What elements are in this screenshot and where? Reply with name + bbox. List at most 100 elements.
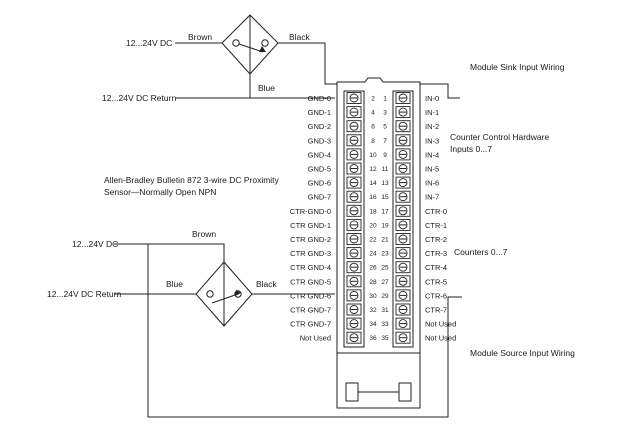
terminal-screw-left (346, 303, 362, 316)
terminal-left-label: GND-5 (308, 165, 331, 174)
terminal-number-left: 18 (369, 208, 377, 215)
terminal-left-label: CTR GND-2 (290, 235, 331, 244)
terminal-number-left: 28 (369, 279, 377, 286)
terminal-left-label: GND-6 (308, 179, 331, 188)
terminal-screw-right (395, 261, 411, 274)
sink-wiring-label: Module Sink Input Wiring (470, 62, 565, 72)
terminal-number-right: 15 (381, 194, 389, 201)
terminal-screw-right (395, 289, 411, 302)
terminal-left-label: CTR GND-7 (290, 320, 331, 329)
terminal-number-left: 16 (369, 194, 377, 201)
terminal-right-label: CTR-5 (425, 277, 447, 286)
terminal-number-left: 14 (369, 180, 377, 187)
terminal-screw-right (395, 233, 411, 245)
terminal-left-label: CTR-GND-0 (290, 207, 331, 216)
top-return-label: 12...24V DC Return (102, 93, 176, 103)
terminal-number-left: 24 (369, 251, 377, 258)
bottom-supply-wire (114, 243, 462, 418)
terminal-right-label: CTR-4 (425, 263, 447, 272)
terminal-screw-right (395, 303, 411, 316)
terminal-number-right: 13 (381, 180, 389, 187)
terminal-row: CTR GND-1 CTR-1 20 19 (290, 218, 447, 231)
terminal-screw-left (346, 289, 362, 302)
terminal-screw-left (346, 176, 362, 189)
terminal-number-right: 21 (381, 237, 389, 244)
terminal-screw-left (346, 317, 362, 330)
terminal-number-right: 35 (381, 335, 389, 342)
terminal-screw-right (395, 317, 411, 330)
terminal-number-left: 2 (371, 96, 375, 103)
terminal-left-label: Not Used (300, 334, 331, 343)
terminal-number-right: 11 (382, 166, 389, 173)
terminal-number-right: 23 (381, 251, 389, 258)
terminal-right-label: IN-4 (425, 150, 439, 159)
terminal-screw-left (346, 120, 362, 133)
terminal-left-label: GND-0 (308, 94, 331, 103)
terminal-number-right: 3 (383, 110, 387, 117)
terminal-left-label: GND-3 (308, 136, 331, 145)
terminal-screw-left (346, 247, 362, 260)
terminal-screw-right (395, 275, 411, 288)
terminal-screw-right (395, 331, 411, 344)
terminal-row: GND-6 IN-6 14 13 (308, 176, 439, 189)
terminal-number-left: 34 (369, 321, 377, 328)
terminal-right-label: IN-6 (425, 179, 439, 188)
terminal-left-label: GND-7 (308, 193, 331, 202)
bottom-sensor-group: 12...24V DC Brown Blue Black 12...24V DC… (47, 229, 575, 418)
terminal-left-label: CTR GND-5 (290, 277, 331, 286)
terminal-left-label: CTR GND-7 (290, 306, 331, 315)
terminal-screw-right (395, 190, 411, 203)
bottom-return-label: 12...24V DC Return (47, 289, 121, 299)
terminal-screw-right (395, 92, 411, 104)
terminal-screw-right (395, 247, 411, 260)
terminal-left-label: GND-1 (308, 108, 331, 117)
terminal-number-left: 20 (369, 222, 377, 229)
terminal-screw-right (395, 148, 411, 161)
terminal-row: GND-5 IN-5 12 11 (308, 162, 439, 175)
terminal-left-label: CTR GND-4 (290, 263, 331, 272)
bottom-brown-label: Brown (192, 229, 216, 239)
top-brown-label: Brown (188, 32, 212, 42)
top-blue-label: Blue (258, 83, 275, 93)
terminal-number-right: 17 (381, 208, 389, 215)
terminal-latch-right (398, 382, 412, 402)
terminal-right-label: CTR-7 (425, 306, 447, 315)
terminal-latch-left (345, 382, 359, 402)
terminal-number-left: 10 (369, 152, 377, 159)
terminal-right-label: IN-5 (425, 165, 439, 174)
terminal-right-label: IN-7 (425, 193, 439, 202)
terminal-screw-left (346, 190, 362, 203)
bottom-blue-label: Blue (166, 279, 183, 289)
terminal-right-label: CTR-6 (425, 291, 447, 300)
terminal-row: GND-7 IN-7 16 15 (308, 190, 439, 203)
terminal-screw-left (346, 148, 362, 161)
terminal-number-right: 31 (381, 307, 389, 314)
terminal-right-label: CTR-1 (425, 221, 447, 230)
terminal-left-label: CTR GND-1 (290, 221, 331, 230)
terminal-number-left: 12 (369, 166, 377, 173)
bottom-black-label: Black (256, 279, 278, 289)
terminal-number-right: 29 (381, 293, 389, 300)
terminal-screw-left (346, 233, 362, 245)
terminal-left-label: GND-2 (308, 122, 331, 131)
top-supply-label: 12...24V DC (126, 38, 172, 48)
terminal-number-left: 4 (371, 110, 375, 117)
counter-control-label-line2: Inputs 0...7 (450, 144, 492, 154)
terminal-right-label: CTR-2 (425, 235, 447, 244)
terminal-number-right: 19 (381, 222, 389, 229)
terminal-number-left: 22 (369, 237, 377, 244)
terminal-row: CTR GND-2 CTR-2 22 21 (290, 233, 447, 245)
terminal-right-label: CTR-3 (425, 249, 447, 258)
terminal-screw-right (395, 218, 411, 231)
terminal-left-label: CTR GND-3 (290, 249, 331, 258)
terminal-right-label: Not Used (425, 320, 456, 329)
terminal-number-right: 1 (383, 96, 387, 103)
terminal-number-left: 32 (369, 307, 377, 314)
counters-label: Counters 0...7 (454, 247, 508, 257)
